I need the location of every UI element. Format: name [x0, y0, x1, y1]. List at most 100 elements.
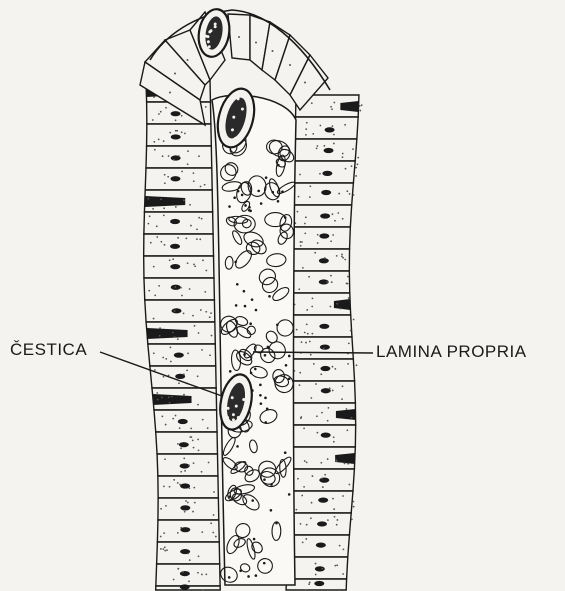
right-granule	[327, 519, 329, 521]
left-granule	[198, 449, 200, 451]
left-granule	[173, 479, 175, 481]
core-nucleus	[249, 322, 252, 325]
right-granule	[297, 211, 299, 213]
left-granule	[197, 439, 199, 441]
left-granule	[196, 228, 198, 230]
left-granule	[181, 295, 183, 297]
leader-lamina	[253, 352, 373, 353]
left-granule	[197, 404, 199, 406]
left-granule	[170, 346, 172, 348]
core-nucleus	[264, 397, 267, 400]
right-granule	[355, 175, 357, 177]
left-granule	[150, 242, 152, 244]
left-granule	[152, 208, 154, 210]
left-granule	[173, 579, 175, 581]
right-granule	[357, 163, 359, 165]
left-granule	[168, 155, 170, 157]
right-granule	[332, 366, 334, 368]
left-granule	[181, 131, 183, 133]
left-granule	[156, 225, 158, 227]
core-nucleus	[251, 298, 254, 301]
right-granule	[322, 486, 324, 488]
left-nucleus	[171, 134, 181, 139]
right-granule	[304, 332, 306, 334]
left-granule	[175, 119, 177, 121]
left-granule	[176, 130, 178, 132]
right-nucleus	[315, 566, 325, 571]
right-granule	[299, 241, 301, 243]
right-granule	[320, 373, 322, 375]
left-granule	[158, 138, 160, 140]
right-granule	[347, 463, 349, 465]
right-nucleus	[320, 366, 330, 371]
core-nucleus	[255, 309, 258, 312]
left-granule	[188, 580, 190, 582]
right-granule	[309, 582, 311, 584]
core-nucleus	[288, 493, 291, 496]
left-granule	[168, 396, 170, 398]
left-granule	[162, 357, 164, 359]
left-granule	[175, 206, 177, 208]
right-granule	[305, 538, 307, 540]
right-granule	[303, 486, 305, 488]
left-granule	[163, 376, 165, 378]
right-granule	[349, 193, 351, 195]
left-granule	[210, 312, 212, 314]
core-nucleus	[234, 261, 237, 264]
left-granule	[172, 418, 174, 420]
right-granule	[333, 441, 335, 443]
left-nucleus	[170, 244, 180, 249]
right-granule	[310, 397, 312, 399]
left-granule	[173, 159, 175, 161]
right-granule	[319, 125, 321, 127]
left-granule	[189, 288, 191, 290]
left-granule	[200, 186, 202, 188]
left-granule	[194, 502, 196, 504]
left-granule	[164, 174, 166, 176]
left-granule	[156, 392, 158, 394]
left-nucleus	[180, 505, 190, 510]
core-nucleus	[248, 209, 251, 212]
right-granule	[342, 153, 344, 155]
left-granule	[189, 436, 191, 438]
right-granule	[306, 122, 308, 124]
left-granule	[169, 259, 171, 261]
core-nucleus	[239, 569, 242, 572]
core-nucleus	[229, 370, 232, 373]
left-granule	[165, 107, 167, 109]
core-nucleus	[284, 216, 287, 219]
right-granule	[298, 196, 300, 198]
left-granule	[197, 375, 199, 377]
core-nucleus	[241, 194, 244, 197]
left-granule	[165, 505, 167, 507]
left-granule	[153, 141, 155, 143]
left-granule	[153, 266, 155, 268]
right-nucleus	[321, 190, 331, 195]
left-granule	[204, 291, 206, 293]
right-granule	[305, 342, 307, 344]
core-nucleus	[260, 402, 263, 405]
right-nucleus	[319, 233, 329, 238]
left-granule	[201, 349, 203, 351]
right-granule	[341, 256, 343, 258]
left-granule	[201, 574, 203, 576]
right-granule	[344, 259, 346, 261]
left-granule	[201, 531, 203, 533]
right-granule	[336, 303, 338, 305]
core-nucleus	[266, 407, 269, 410]
left-granule	[172, 258, 174, 260]
right-granule	[330, 106, 332, 108]
left-granule	[180, 471, 182, 473]
left-granule	[159, 327, 161, 329]
right-granule	[331, 125, 333, 127]
right-nucleus	[322, 171, 332, 176]
right-granule	[327, 420, 329, 422]
right-granule	[311, 502, 313, 504]
left-nucleus	[178, 419, 188, 424]
right-granule	[299, 384, 301, 386]
core-nucleus	[247, 575, 250, 578]
left-granule	[159, 335, 161, 337]
left-granule	[177, 532, 179, 534]
right-granule	[333, 102, 335, 104]
core-nucleus	[271, 191, 274, 194]
